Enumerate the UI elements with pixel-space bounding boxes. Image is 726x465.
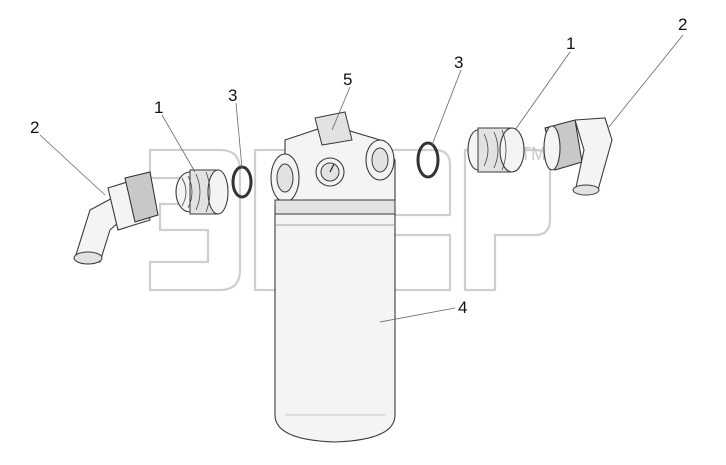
filter-bowl (274, 199, 396, 443)
filter-head (270, 111, 396, 203)
right-o-ring (416, 141, 440, 179)
callout-left-nipple: 1 (154, 98, 163, 117)
right-nipple (467, 127, 525, 173)
callout-left-elbow: 2 (30, 118, 39, 137)
callout-right-elbow: 2 (678, 15, 687, 34)
right-elbow-fitting (543, 117, 613, 196)
callout-head: 5 (343, 70, 352, 89)
callout-right-ring: 3 (454, 53, 463, 72)
left-elbow-fitting (73, 171, 159, 265)
leader-lines (39, 34, 684, 323)
left-nipple (175, 169, 229, 215)
callout-bowl: 4 (458, 298, 467, 317)
left-o-ring (231, 165, 253, 199)
watermark-tm: TM (520, 144, 546, 164)
callouts: 2 1 3 5 3 1 2 4 (30, 15, 687, 317)
callout-right-nipple: 1 (566, 34, 575, 53)
callout-left-ring: 3 (228, 86, 237, 105)
